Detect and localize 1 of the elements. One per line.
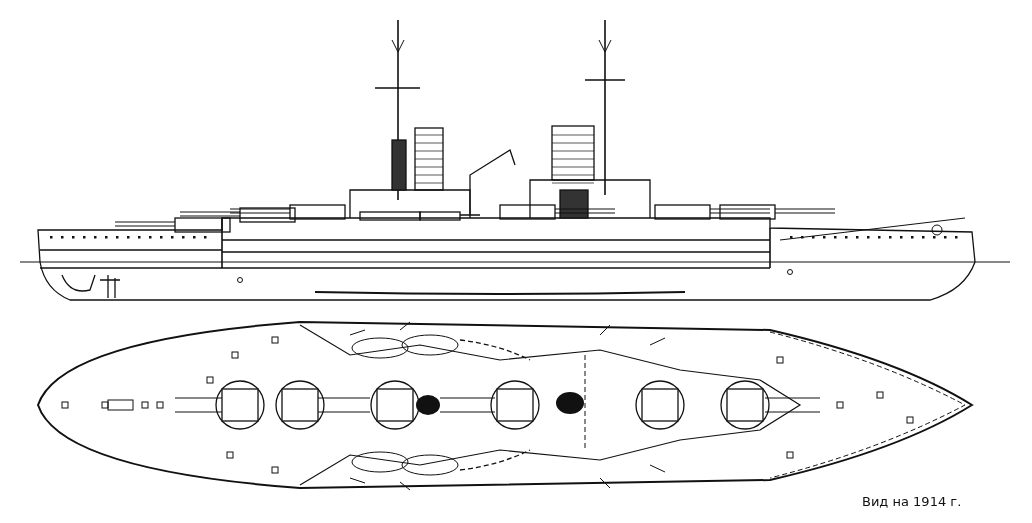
caption: Вид на 1914 г.	[862, 494, 962, 509]
